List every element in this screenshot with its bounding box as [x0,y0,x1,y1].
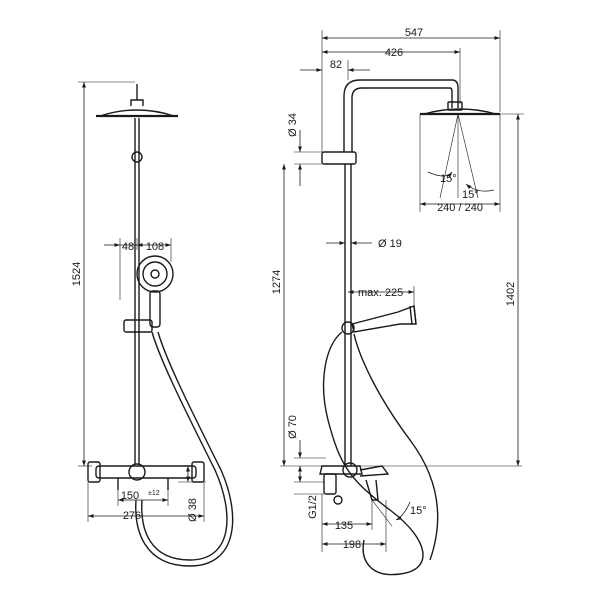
mixer-side [319,462,390,505]
dimension-spout-angle: 15° [371,499,427,527]
label-mixer-diameter: Ø 38 [187,498,199,522]
shower-hose-side [322,331,424,576]
dimension-arm-reach: 426 [322,47,461,104]
label-pipe-offset: 82 [330,59,342,71]
label-inlet-spacing: 150 [121,490,139,502]
dimension-spout-reach-short: 135 [321,494,373,552]
label-pipe-diameter: Ø 34 [287,113,299,137]
label-handshower-reach: max. 225 [358,287,403,299]
dimension-pipe-diameter: Ø 34 [287,113,322,186]
dimension-handshower: 48 108 [104,238,172,300]
label-rail-diameter: Ø 19 [378,238,402,250]
shower-rail-side [321,151,357,466]
dimension-overall-reach: 547 [321,27,501,152]
label-overall-height: 1524 [71,262,83,286]
label-spray-angle-left: 15° [440,173,457,185]
dimension-spray-angles: 15° 15° [427,171,495,201]
label-slider-height: 1274 [271,270,283,294]
label-showerhead-size: 240 / 240 [437,202,483,214]
label-showerhead-height: 1402 [505,282,517,306]
dimension-inlet-spacing: 150 ±12 [117,490,169,506]
overhead-showerhead-side [420,108,500,116]
hand-shower [123,255,174,333]
label-spout-reach-long: 198 [343,539,361,551]
dimension-thread: G1/2 [294,474,324,519]
hand-shower-side [351,305,417,333]
dimension-pipe-offset: 82 [300,59,370,80]
dimension-slider-height: 1274 [271,164,286,466]
label-inlet-tolerance: ±12 [148,490,160,497]
dimension-mixer-width: 276 [87,482,205,522]
dimension-mixer-diameter: Ø 38 [178,466,206,522]
shower-hose [141,331,228,561]
label-overall-reach: 547 [405,27,423,39]
dimension-showerhead-size: 240 / 240 [419,114,501,214]
shower-rail [131,118,143,464]
dimension-handshower-reach: max. 225 [348,286,415,306]
dimension-overall-height: 1524 [71,81,135,467]
dimension-showerhead-height: 1402 [500,113,524,466]
label-thread-size: G1/2 [307,495,319,519]
dimension-rail-diameter: Ø 19 [326,238,402,250]
overhead-showerhead [96,84,178,118]
front-view: 1524 48 108 150 ±12 276 [71,81,234,567]
label-handshower-width: 108 [146,241,164,253]
label-spout-reach-short: 135 [335,520,353,532]
shower-arm [343,79,463,152]
dimension-spout-reach-long: 198 [322,500,387,552]
label-spray-angle-right: 15° [462,189,479,201]
label-spout-angle: 15° [410,505,427,517]
label-connection-diameter: Ø 70 [287,415,299,439]
spray-cone [439,113,479,199]
side-view: 547 426 82 Ø 34 1274 [271,27,524,576]
label-arm-reach: 426 [385,47,403,59]
thermostatic-mixer [87,461,205,490]
label-mixer-width: 276 [123,510,141,522]
label-handshower-offset: 48 [122,241,134,253]
